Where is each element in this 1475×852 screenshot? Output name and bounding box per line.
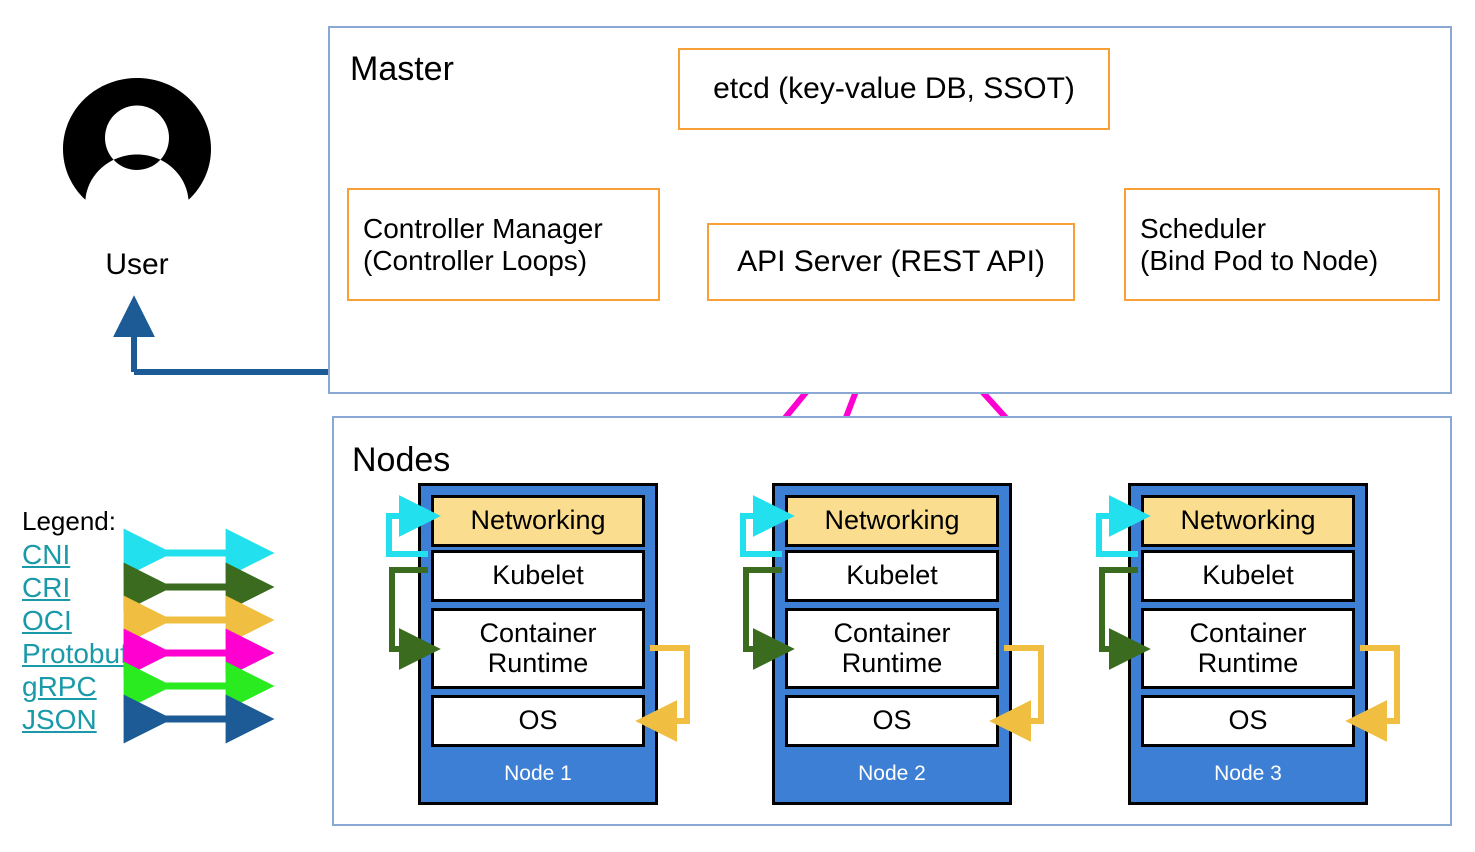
etcd-box[interactable]: etcd (key-value DB, SSOT) xyxy=(678,48,1110,130)
node-layer-os[interactable]: OS xyxy=(785,695,999,747)
node-name-label: Node 2 xyxy=(858,762,926,785)
node-layer-networking[interactable]: Networking xyxy=(1141,495,1355,547)
api-server-box[interactable]: API Server (REST API) xyxy=(707,223,1075,301)
controller-manager-box[interactable]: Controller Manager (Controller Loops) xyxy=(347,188,660,301)
node-layer-container-runtime[interactable]: Container Runtime xyxy=(785,608,999,689)
legend-item-json[interactable]: JSON xyxy=(22,704,97,735)
user-avatar-icon xyxy=(63,78,211,200)
node-name-label: Node 1 xyxy=(504,762,572,785)
node-layer-networking[interactable]: Networking xyxy=(785,495,999,547)
node-card[interactable]: Networking Kubelet Container Runtime OS … xyxy=(1128,483,1368,805)
container-runtime-label-line1: Container xyxy=(833,617,951,648)
node-layer-kubelet[interactable]: Kubelet xyxy=(431,550,645,602)
node-name-label: Node 3 xyxy=(1214,762,1282,785)
user-label: User xyxy=(105,248,169,281)
controller-manager-label-line2: (Controller Loops) xyxy=(363,244,588,276)
nodes-group-title: Nodes xyxy=(352,441,451,479)
node-layer-kubelet[interactable]: Kubelet xyxy=(785,550,999,602)
node-layer-os[interactable]: OS xyxy=(1141,695,1355,747)
node-layer-networking[interactable]: Networking xyxy=(431,495,645,547)
legend-item-oci[interactable]: OCI xyxy=(22,605,72,636)
networking-label: Networking xyxy=(824,505,960,536)
legend-item-protobuf[interactable]: Protobuf xyxy=(22,638,128,669)
kubelet-label: Kubelet xyxy=(1202,560,1294,591)
os-label: OS xyxy=(1228,705,1268,736)
node-card[interactable]: Networking Kubelet Container Runtime OS … xyxy=(418,483,658,805)
api-server-label: API Server (REST API) xyxy=(737,245,1045,279)
node-layer-kubelet[interactable]: Kubelet xyxy=(1141,550,1355,602)
scheduler-label-line2: (Bind Pod to Node) xyxy=(1140,244,1379,276)
os-label: OS xyxy=(872,705,912,736)
master-group-title: Master xyxy=(350,50,454,88)
legend-title: Legend: xyxy=(22,506,116,536)
node-layer-container-runtime[interactable]: Container Runtime xyxy=(1141,608,1355,689)
legend-item-cni[interactable]: CNI xyxy=(22,539,71,570)
legend-item-cri[interactable]: CRI xyxy=(22,572,71,603)
networking-label: Networking xyxy=(1180,505,1316,536)
networking-label: Networking xyxy=(470,505,606,536)
controller-manager-label-line1: Controller Manager xyxy=(363,213,603,245)
scheduler-box[interactable]: Scheduler (Bind Pod to Node) xyxy=(1124,188,1440,301)
node-layer-container-runtime[interactable]: Container Runtime xyxy=(431,608,645,689)
legend-item-grpc[interactable]: gRPC xyxy=(22,671,97,702)
kubelet-label: Kubelet xyxy=(846,560,938,591)
container-runtime-label-line1: Container xyxy=(479,617,597,648)
scheduler-label-line1: Scheduler xyxy=(1140,213,1267,245)
node-card[interactable]: Networking Kubelet Container Runtime OS … xyxy=(772,483,1012,805)
container-runtime-label-line1: Container xyxy=(1189,617,1307,648)
kubelet-label: Kubelet xyxy=(492,560,584,591)
node-layer-os[interactable]: OS xyxy=(431,695,645,747)
container-runtime-label-line2: Runtime xyxy=(487,647,589,678)
os-label: OS xyxy=(518,705,558,736)
etcd-label: etcd (key-value DB, SSOT) xyxy=(713,72,1075,106)
container-runtime-label-line2: Runtime xyxy=(841,647,943,678)
container-runtime-label-line2: Runtime xyxy=(1197,647,1299,678)
